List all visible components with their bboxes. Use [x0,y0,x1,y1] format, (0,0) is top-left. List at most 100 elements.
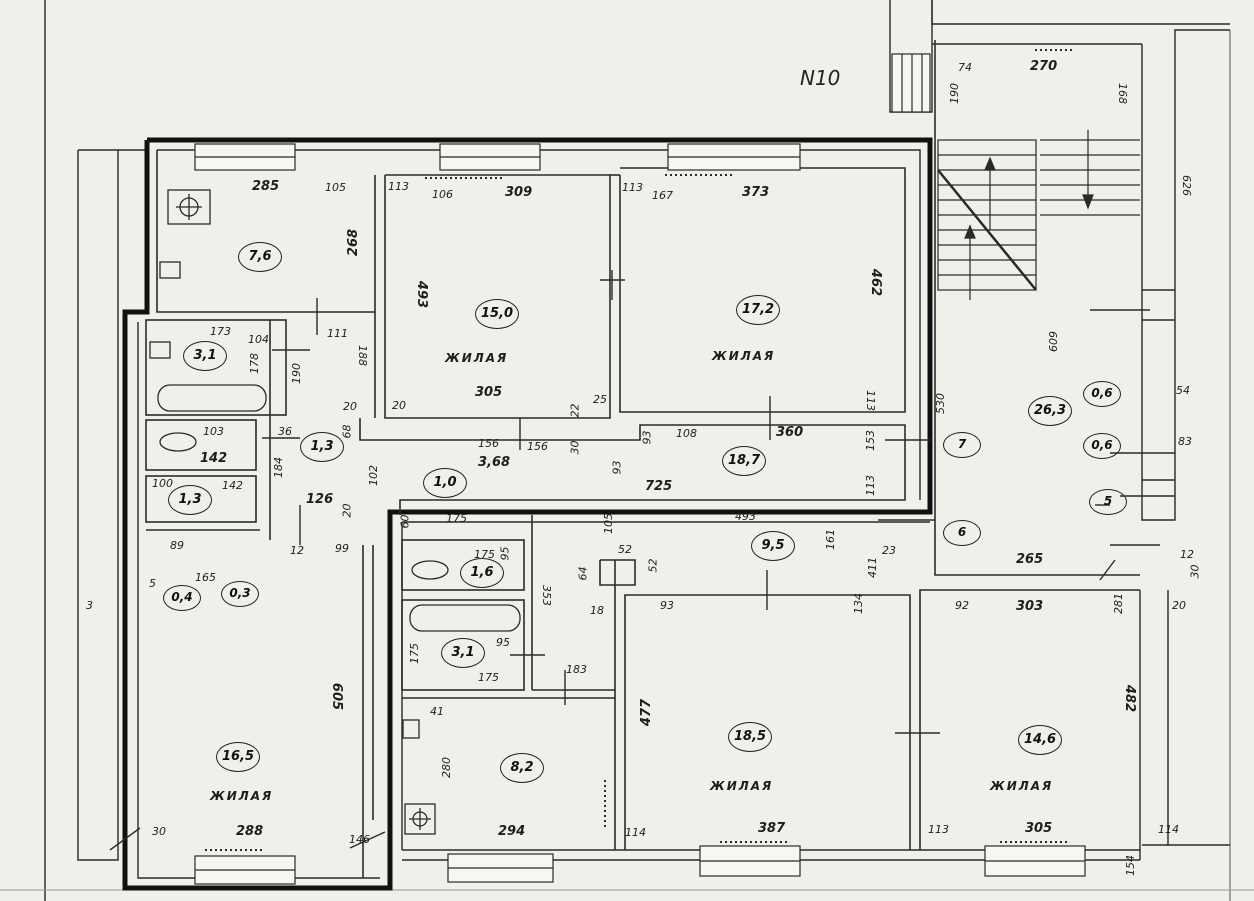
dim-36: 36 [278,425,292,438]
area-1-3-wc: 1,3 [168,485,212,515]
dim-165: 165 [195,571,216,584]
dim-153: 153 [864,430,877,451]
dim-305-a: 305 [475,385,503,400]
dim-113-c: 113 [864,390,877,411]
dim-294: 294 [498,824,526,839]
stair-mark-5: 5 [1089,489,1127,515]
dim-102: 102 [367,465,380,486]
dim-100: 100 [152,477,173,490]
dim-22: 22 [568,403,582,418]
dim-12-b: 12 [1180,548,1194,561]
dim-5: 5 [149,577,156,590]
dim-25: 25 [593,393,607,406]
area-7-6: 7,6 [238,242,282,272]
dim-113-b: 113 [622,181,643,194]
dim-190-b: 190 [948,83,961,104]
room-label-17-2: ЖИЛАЯ [712,349,776,363]
dim-74: 74 [958,61,972,74]
area-8-2: 8,2 [500,753,544,783]
dim-30-b: 30 [152,825,166,838]
dim-142-a: 142 [200,451,228,466]
dim-462: 462 [868,268,884,297]
dim-303: 303 [1016,599,1044,614]
dim-3-68: 3,68 [478,455,511,470]
dim-113-e: 113 [928,823,949,836]
area-9-5: 9,5 [751,531,795,561]
dim-280: 280 [440,757,453,778]
area-0-6-top: 0,6 [1083,381,1121,407]
dim-156: 156 [478,437,499,450]
dim-30-a: 30 [568,440,582,455]
area-3-1-bath: 3,1 [183,341,227,371]
dim-12: 12 [290,544,304,557]
staircase [937,130,1140,300]
dim-184: 184 [272,457,285,478]
dim-23: 23 [882,544,896,557]
dim-270: 270 [1030,59,1058,74]
dim-154: 154 [1124,855,1137,876]
area-1-3-hall: 1,3 [300,432,344,462]
room-label-15-0: ЖИЛАЯ [445,351,509,365]
area-17-2: 17,2 [736,295,780,325]
dim-387: 387 [758,821,786,836]
dim-64: 64 [576,566,590,581]
dim-41: 41 [430,705,444,718]
stair-mark-6: 6 [943,520,981,546]
dim-265: 265 [1016,552,1044,567]
dim-111: 111 [327,327,348,340]
area-0-4: 0,4 [163,585,201,611]
dim-92: 92 [955,599,969,612]
dim-18: 18 [590,604,604,617]
dim-493-b: 493 [735,510,756,523]
dim-68: 68 [340,424,354,439]
dim-309: 309 [505,185,533,200]
dim-103: 103 [203,425,224,438]
dim-95-b: 95 [498,546,512,561]
dim-285: 285 [252,179,280,194]
dim-95: 95 [496,636,510,649]
dim-108: 108 [676,427,697,440]
dim-52-a: 52 [618,543,632,556]
sheet-number: N10 [800,66,840,90]
dim-175-a: 175 [446,512,467,525]
dim-725: 725 [645,479,673,494]
dim-183: 183 [566,663,587,676]
dim-60: 60 [398,514,412,529]
stair-mark-7: 7 [943,432,981,458]
dim-20-b: 20 [392,399,406,412]
dim-482: 482 [1122,684,1138,713]
dim-20-d: 20 [1172,599,1186,612]
dim-609: 609 [1046,331,1059,352]
dim-305-b: 305 [1025,821,1053,836]
dim-493: 493 [414,280,430,309]
dim-30-c: 30 [1188,564,1202,579]
dim-113-a: 113 [388,180,409,193]
room-label-14-6: ЖИЛАЯ [990,779,1054,793]
windows [194,53,1086,885]
dim-168: 168 [1116,83,1129,104]
interior-walls [145,40,1140,878]
area-18-5: 18,5 [728,722,772,752]
area-3-1-bath2: 3,1 [441,638,485,668]
dim-178: 178 [248,353,261,374]
dim-114-b: 114 [1158,823,1179,836]
dim-93-b: 93 [610,460,624,475]
dim-20-c: 20 [340,503,354,518]
dim-93-c: 93 [660,599,674,612]
dim-106: 106 [432,188,453,201]
dim-3: 3 [86,599,93,612]
dim-161: 161 [824,529,837,550]
dim-146: 146 [349,833,370,846]
dim-89: 89 [170,539,184,552]
dim-52-b: 52 [646,558,660,573]
dim-113-d: 113 [864,475,877,496]
dim-188: 188 [356,345,369,366]
dim-190: 190 [290,363,303,384]
dim-93-a: 93 [640,430,654,445]
dim-142-b: 142 [222,479,243,492]
dim-105: 105 [325,181,346,194]
dim-477: 477 [639,698,655,727]
dim-173: 173 [210,325,231,338]
area-0-6-bottom: 0,6 [1083,433,1121,459]
